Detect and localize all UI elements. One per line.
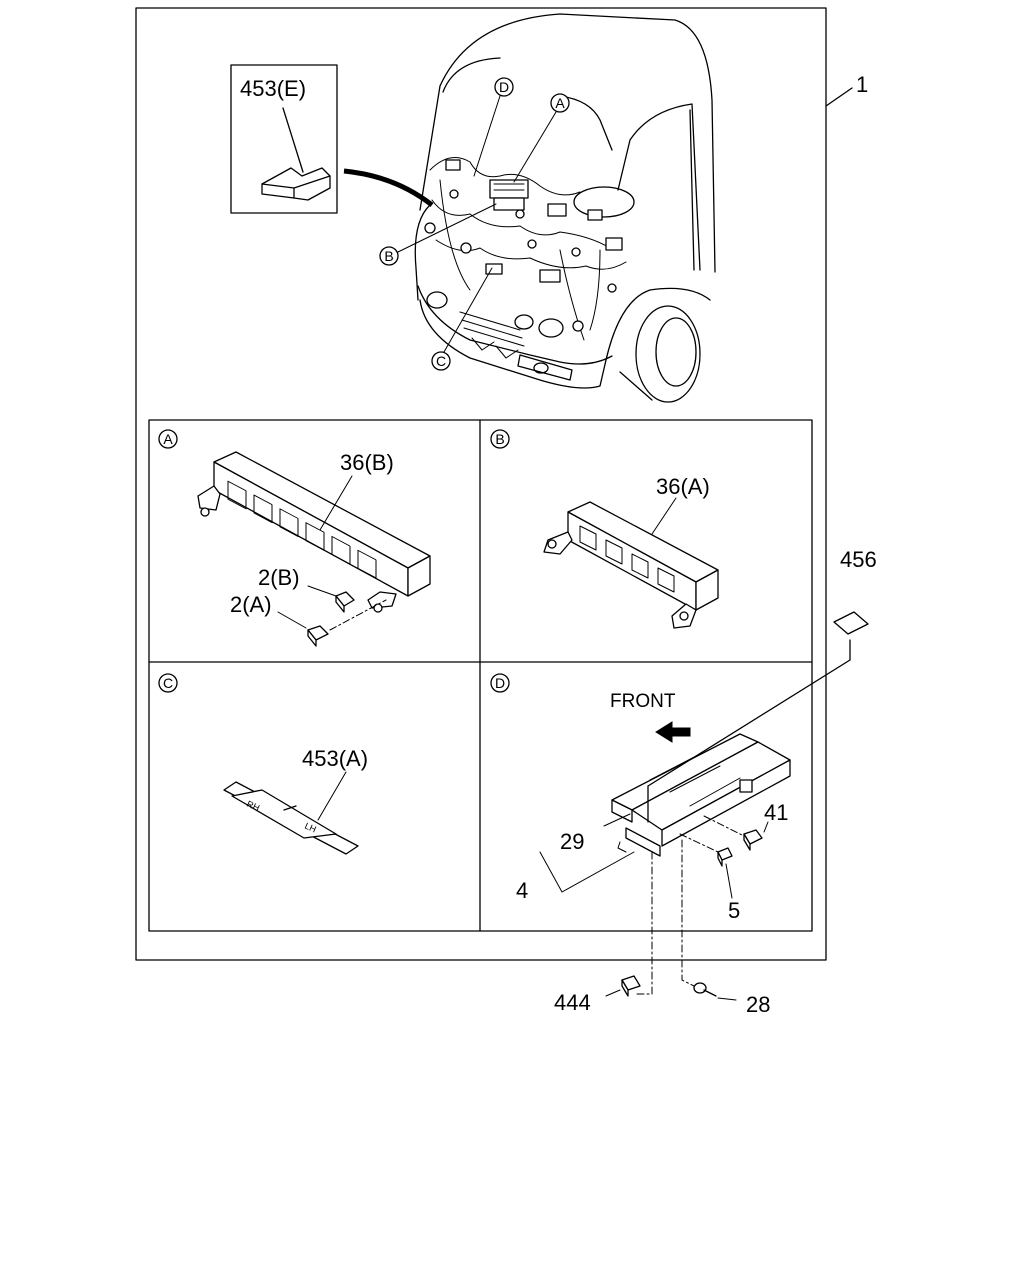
- callout-a: A: [513, 93, 570, 183]
- front-arrow-icon: [655, 721, 691, 743]
- svg-text:C: C: [436, 353, 446, 369]
- label-456: 456: [840, 547, 877, 572]
- label-4: 4: [516, 878, 528, 903]
- svg-text:D: D: [499, 79, 509, 95]
- panel-d: D FRONT 29 4 41 5: [490, 673, 791, 923]
- svg-text:A: A: [555, 95, 565, 111]
- part-444: 444: [554, 851, 653, 1015]
- label-2b: 2(B): [258, 565, 300, 590]
- label-41: 41: [764, 800, 788, 825]
- panel-d-tag: D: [495, 675, 505, 691]
- leader-1: [825, 87, 853, 107]
- label-2a: 2(A): [230, 592, 272, 617]
- label-29: 29: [560, 829, 584, 854]
- label-28: 28: [746, 992, 770, 1017]
- label-36a: 36(A): [656, 474, 710, 499]
- callout-c: C: [431, 267, 493, 371]
- label-36b: 36(B): [340, 450, 394, 475]
- label-5: 5: [728, 898, 740, 923]
- callout-d: D: [473, 77, 514, 177]
- panel-a-tag: A: [163, 431, 173, 447]
- label-453e: 453(E): [240, 76, 306, 101]
- label-1: 1: [856, 72, 868, 97]
- panel-a: A 36(B) 2(B) 2(A): [158, 429, 431, 647]
- inset-453e: 453(E): [230, 64, 338, 214]
- label-453a: 453(A): [302, 746, 368, 771]
- outer-frame: [135, 7, 827, 961]
- tape-lh: LH: [303, 821, 318, 835]
- panel-b-tag: B: [495, 431, 504, 447]
- label-444: 444: [554, 990, 591, 1015]
- truck-cab: [414, 13, 716, 403]
- svg-text:B: B: [384, 248, 393, 264]
- panel-c: C RH LH 453(A): [158, 673, 368, 855]
- tape-rh: RH: [245, 799, 261, 813]
- panel-c-tag: C: [163, 675, 173, 691]
- front-label: FRONT: [610, 691, 676, 712]
- panel-b: B 36(A): [490, 429, 719, 629]
- part-28: 28: [681, 839, 770, 1017]
- callout-b: B: [379, 203, 497, 266]
- inset-leader: [343, 168, 434, 207]
- part-456: 456: [647, 547, 877, 823]
